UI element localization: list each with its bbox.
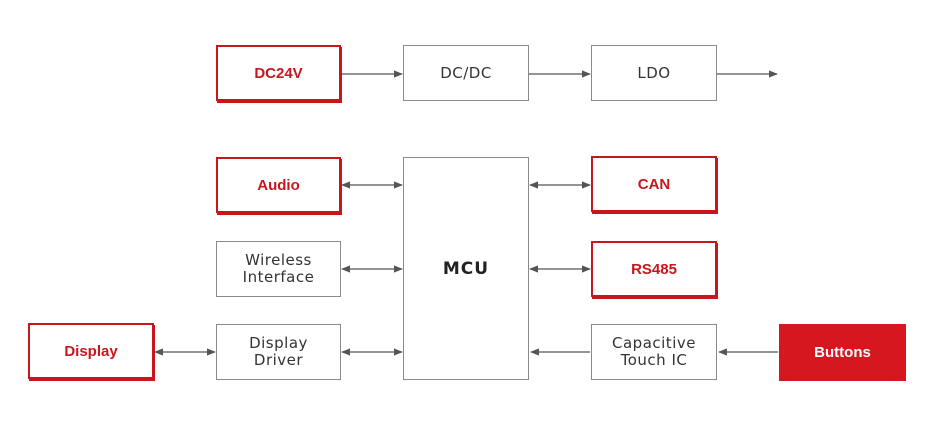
dc24v-block: DC24V	[216, 45, 341, 101]
display-label: Display	[64, 342, 118, 360]
ldo-block: LDO	[591, 45, 717, 101]
mcu-label: MCU	[442, 258, 490, 279]
display-driver-block: Display Driver	[216, 324, 341, 380]
dcdc-block: DC/DC	[403, 45, 529, 101]
audio-label: Audio	[257, 176, 300, 194]
rs485-block: RS485	[591, 241, 717, 297]
dc24v-label: DC24V	[254, 64, 303, 82]
capacitive-touch-ic-block: Capacitive Touch IC	[591, 324, 717, 380]
rs485-label: RS485	[631, 260, 677, 278]
capacitive-touch-ic-label: Capacitive Touch IC	[612, 334, 696, 369]
mcu-block: MCU	[403, 157, 529, 380]
can-block: CAN	[591, 156, 717, 212]
display-block: Display	[28, 323, 154, 379]
can-label: CAN	[637, 175, 671, 193]
ldo-label: LDO	[637, 63, 671, 82]
dcdc-label: DC/DC	[440, 63, 492, 82]
display-driver-label: Display Driver	[249, 334, 308, 369]
wireless-interface-block: Wireless Interface	[216, 241, 341, 297]
audio-block: Audio	[216, 157, 341, 213]
wireless-interface-label: Wireless Interface	[242, 251, 315, 286]
buttons-label: Buttons	[814, 344, 871, 361]
buttons-block: Buttons	[779, 324, 906, 381]
